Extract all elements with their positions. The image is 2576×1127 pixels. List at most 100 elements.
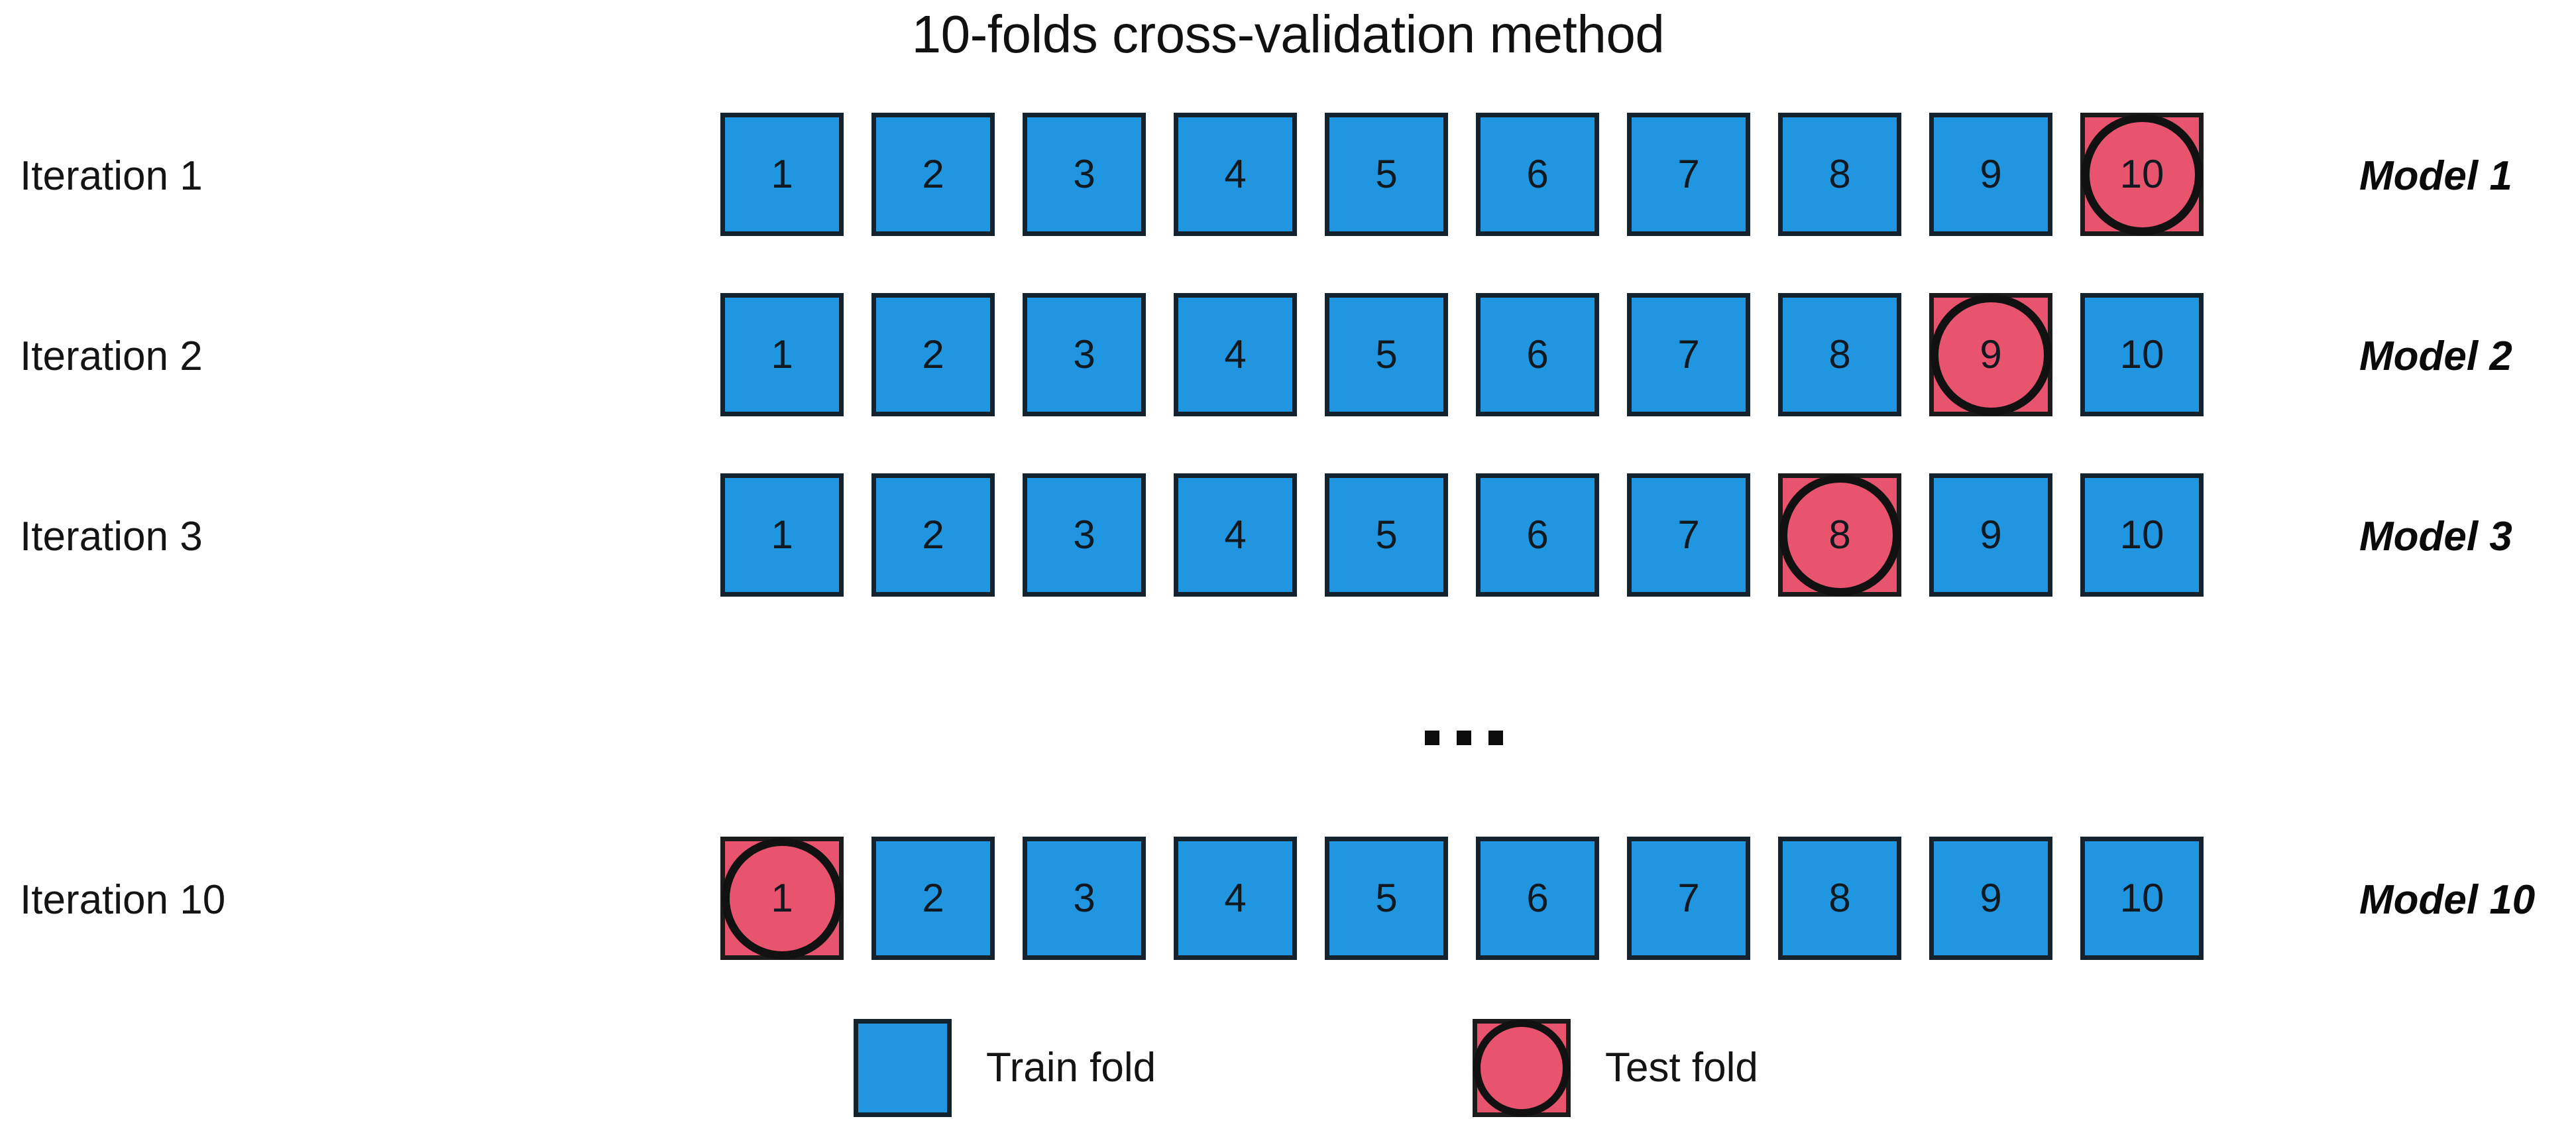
iteration-row: Iteration 3 1 2 3 4 5 6 7 8 9 10 Model 3 (0, 473, 2576, 599)
fold-number: 4 (1224, 876, 1247, 920)
legend: Train fold Test fold (0, 1013, 2576, 1122)
train-fold-cell[interactable]: 2 (871, 473, 995, 597)
ellipsis-dot (1457, 731, 1471, 745)
model-label: Model 1 (2359, 152, 2512, 199)
train-fold-cell[interactable]: 8 (1778, 837, 1901, 960)
fold-number: 7 (1677, 512, 1700, 557)
train-fold-cell[interactable]: 4 (1174, 473, 1297, 597)
fold-number: 3 (1073, 876, 1095, 920)
fold-number: 2 (922, 152, 944, 196)
fold-number: 1 (771, 332, 793, 377)
train-fold-cell[interactable]: 4 (1174, 293, 1297, 416)
iteration-row: Iteration 2 1 2 3 4 5 6 7 8 9 10 Model 2 (0, 293, 2576, 419)
fold-number: 2 (922, 332, 944, 377)
train-fold-cell[interactable]: 7 (1627, 293, 1750, 416)
fold-number: 5 (1375, 332, 1398, 377)
train-fold-cell[interactable]: 8 (1778, 293, 1901, 416)
test-fold-cell[interactable]: 1 (720, 837, 844, 960)
test-fold-circle-icon (1473, 1019, 1570, 1116)
ellipsis-row (0, 683, 2576, 782)
train-fold-cell[interactable]: 2 (871, 837, 995, 960)
iteration-row: Iteration 1 1 2 3 4 5 6 7 8 9 10 Model 1 (0, 113, 2576, 239)
test-fold-swatch (1473, 1018, 1571, 1117)
train-fold-cell[interactable]: 10 (2080, 293, 2204, 416)
fold-number: 3 (1073, 512, 1095, 557)
fold-number: 7 (1677, 152, 1700, 196)
ellipsis-dots (1425, 731, 1503, 745)
fold-number: 5 (1375, 876, 1398, 920)
train-fold-cell[interactable]: 6 (1476, 473, 1599, 597)
train-fold-cell[interactable]: 7 (1627, 113, 1750, 236)
fold-number: 9 (1980, 152, 2002, 196)
fold-number: 6 (1526, 152, 1549, 196)
legend-label-train-fold: Train fold (986, 1045, 1156, 1091)
legend-label-test-fold: Test fold (1605, 1045, 1758, 1091)
test-fold-cell[interactable]: 8 (1778, 473, 1901, 597)
train-fold-cell[interactable]: 6 (1476, 113, 1599, 236)
iteration-label: Iteration 1 (20, 152, 203, 199)
test-fold-circle-icon (2081, 113, 2203, 235)
train-fold-cell[interactable]: 6 (1476, 293, 1599, 416)
train-fold-cell[interactable]: 1 (720, 293, 844, 416)
fold-number: 5 (1375, 512, 1398, 557)
fold-number: 1 (771, 512, 793, 557)
test-fold-cell[interactable]: 10 (2080, 113, 2204, 236)
legend-item-test-fold: Test fold (1473, 1013, 1758, 1122)
train-fold-cell[interactable]: 5 (1325, 113, 1448, 236)
iteration-label: Iteration 2 (20, 333, 203, 379)
test-fold-circle-icon (1930, 294, 2052, 416)
train-fold-cell[interactable]: 7 (1627, 837, 1750, 960)
test-fold-circle-icon (721, 837, 843, 959)
fold-number: 7 (1677, 332, 1700, 377)
fold-number: 10 (2119, 876, 2164, 920)
fold-number: 6 (1526, 332, 1549, 377)
fold-number: 4 (1224, 332, 1247, 377)
fold-number: 6 (1526, 512, 1549, 557)
train-fold-cell[interactable]: 5 (1325, 837, 1448, 960)
train-fold-cell[interactable]: 7 (1627, 473, 1750, 597)
fold-number: 8 (1828, 332, 1851, 377)
train-fold-cell[interactable]: 1 (720, 473, 844, 597)
fold-number: 3 (1073, 152, 1095, 196)
train-fold-cell[interactable]: 2 (871, 293, 995, 416)
fold-number: 10 (2119, 512, 2164, 557)
fold-number: 2 (922, 512, 944, 557)
test-fold-circle-icon (1779, 474, 1901, 596)
fold-number: 7 (1677, 876, 1700, 920)
ellipsis-dot (1425, 731, 1439, 745)
model-label: Model 3 (2359, 513, 2512, 560)
fold-number: 10 (2119, 332, 2164, 377)
train-fold-cell[interactable]: 3 (1023, 473, 1146, 597)
fold-number: 9 (1980, 512, 2002, 557)
train-fold-cell[interactable]: 3 (1023, 837, 1146, 960)
train-fold-cell[interactable]: 3 (1023, 293, 1146, 416)
fold-number: 4 (1224, 152, 1247, 196)
fold-number: 5 (1375, 152, 1398, 196)
fold-number: 6 (1526, 876, 1549, 920)
train-fold-cell[interactable]: 6 (1476, 837, 1599, 960)
model-label: Model 2 (2359, 333, 2512, 379)
train-fold-cell[interactable]: 5 (1325, 293, 1448, 416)
train-fold-cell[interactable]: 10 (2080, 837, 2204, 960)
train-fold-cell[interactable]: 9 (1929, 473, 2052, 597)
fold-number: 8 (1828, 152, 1851, 196)
train-fold-cell[interactable]: 9 (1929, 837, 2052, 960)
train-fold-cell[interactable]: 3 (1023, 113, 1146, 236)
train-fold-cell[interactable]: 10 (2080, 473, 2204, 597)
train-fold-cell[interactable]: 4 (1174, 113, 1297, 236)
fold-number: 3 (1073, 332, 1095, 377)
train-fold-cell[interactable]: 8 (1778, 113, 1901, 236)
page-title: 10-folds cross-validation method (911, 5, 1665, 64)
legend-item-train-fold: Train fold (854, 1013, 1156, 1122)
train-fold-cell[interactable]: 2 (871, 113, 995, 236)
test-fold-cell[interactable]: 9 (1929, 293, 2052, 416)
fold-number: 4 (1224, 512, 1247, 557)
train-fold-cell[interactable]: 5 (1325, 473, 1448, 597)
iteration-label: Iteration 3 (20, 513, 203, 560)
fold-number: 8 (1828, 876, 1851, 920)
train-fold-cell[interactable]: 4 (1174, 837, 1297, 960)
train-fold-cell[interactable]: 1 (720, 113, 844, 236)
train-fold-cell[interactable]: 9 (1929, 113, 2052, 236)
